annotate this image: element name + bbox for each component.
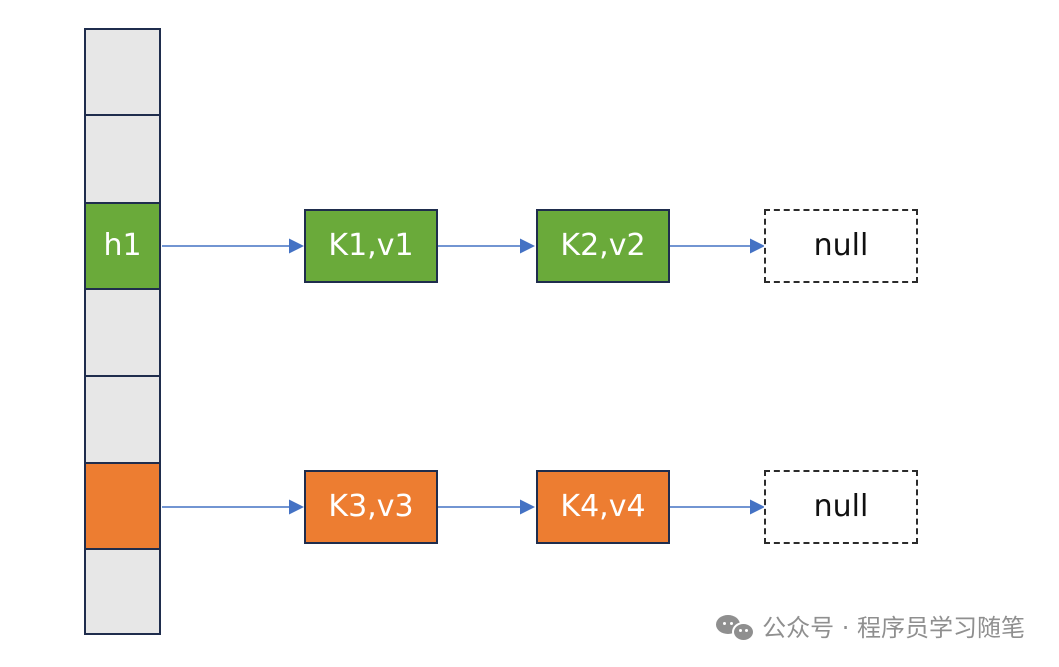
chain-2-node-1-label: K3,v3 (328, 489, 414, 524)
bucket-empty-1 (84, 28, 161, 116)
bucket-empty-3 (84, 288, 161, 377)
wechat-bubble-right (732, 621, 756, 642)
bucket-empty-2 (84, 114, 161, 204)
chain-2-node-2: K4,v4 (536, 470, 670, 544)
bucket-empty-4 (84, 375, 161, 464)
bucket-empty-5 (84, 548, 161, 635)
bucket-orange (84, 462, 161, 550)
source-watermark: 公众号 · 程序员学习随笔 (716, 608, 1025, 643)
chain-1-node-1: K1,v1 (304, 209, 438, 283)
chain-2-node-1: K3,v3 (304, 470, 438, 544)
chain-1-null-label: null (813, 228, 869, 263)
wechat-eye-2 (730, 621, 734, 625)
chain-1-null: null (764, 209, 918, 283)
wechat-eye-1 (723, 621, 727, 625)
bucket-h1: h1 (84, 202, 161, 290)
wechat-icon (716, 612, 756, 642)
chain-2-null-label: null (813, 489, 869, 524)
chain-1-node-2-label: K2,v2 (560, 228, 646, 263)
wechat-eye-4 (745, 628, 749, 632)
chain-2-node-2-label: K4,v4 (560, 489, 646, 524)
wechat-eye-3 (739, 628, 743, 632)
chain-1-node-2: K2,v2 (536, 209, 670, 283)
chain-1-node-1-label: K1,v1 (328, 228, 414, 263)
chain-2-null: null (764, 470, 918, 544)
watermark-text: 公众号 · 程序员学习随笔 (762, 614, 1025, 642)
bucket-h1-label: h1 (103, 228, 142, 263)
